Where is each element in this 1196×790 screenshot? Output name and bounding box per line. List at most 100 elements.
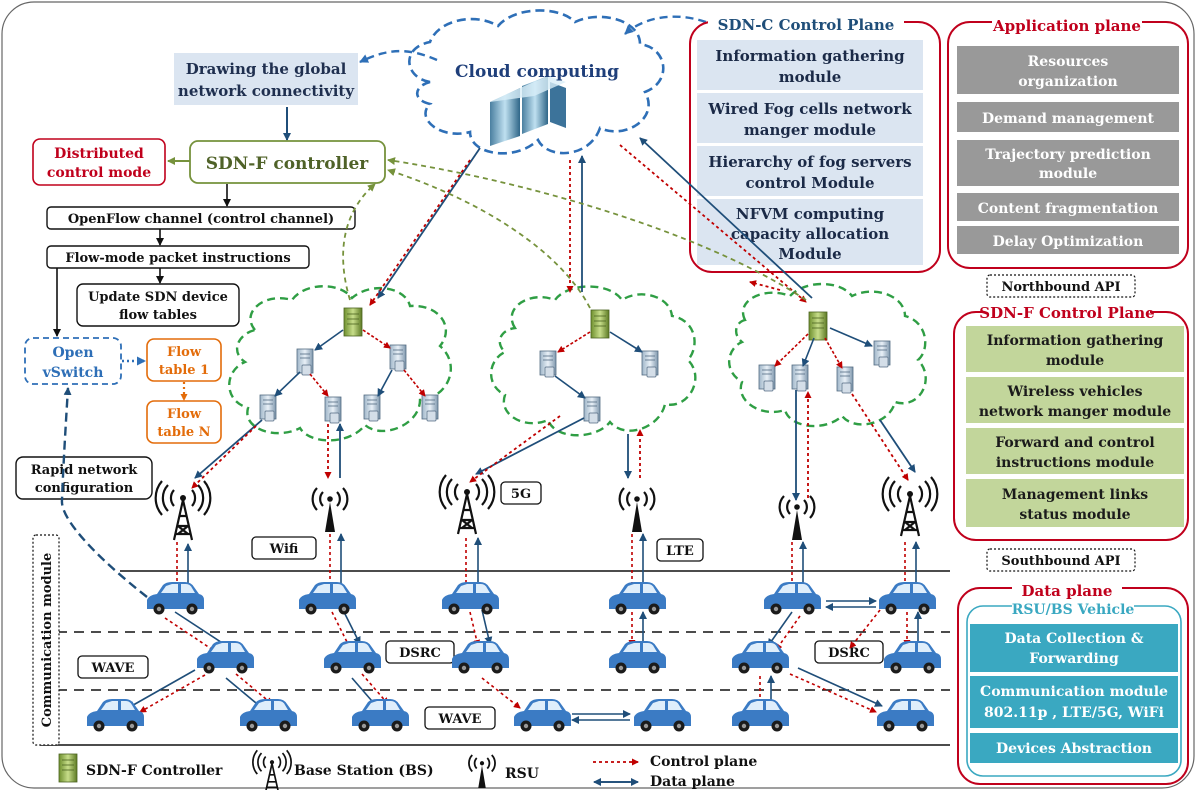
sdnf-module-2-line-2: network manger module	[979, 404, 1171, 420]
vehicle-icon	[352, 699, 409, 732]
app-item-1-line-2: organization	[1018, 74, 1117, 90]
sdnf-module-3-line-2: instructions module	[996, 455, 1154, 471]
update-flow-tables-box: Update SDN device flow tables	[76, 283, 240, 327]
sdnc-module-4-line-3: Module	[778, 245, 841, 263]
flow-table-1-box: Flow table 1	[146, 338, 222, 382]
flow-table-n-line-2: table N	[157, 425, 210, 440]
vehicle-icon	[732, 699, 789, 732]
flowmode-label: Flow-mode packet instructions	[65, 251, 290, 266]
5g-label: 5G	[511, 487, 531, 502]
antenna-vehicle-links	[173, 533, 920, 591]
legend-controller-icon	[58, 753, 78, 783]
fog-server-icon	[389, 344, 407, 372]
app-item-1-line-1: Resources	[1028, 54, 1109, 70]
legend-base-station-icon	[252, 749, 292, 790]
distributed-control-box: Distributed control mode	[32, 138, 166, 186]
wifi-label: Wifi	[269, 542, 299, 557]
northbound-label: Northbound API	[1001, 280, 1120, 295]
dp-item-3-label: Devices Abstraction	[996, 741, 1152, 757]
app-item-2-label: Demand management	[982, 111, 1155, 127]
dp-item-1-line-1: Data Collection &	[1005, 631, 1144, 647]
vehicle-icon	[240, 699, 297, 732]
car-to-vswitch-dashed-arrow	[60, 387, 148, 598]
fog-server-icon	[758, 364, 776, 392]
fog-cloud-2	[489, 285, 697, 437]
cloud-label: Cloud computing	[455, 62, 619, 82]
road-lanes	[40, 570, 950, 746]
legend-rsu-icon	[468, 754, 496, 788]
vehicle-icon	[884, 641, 941, 674]
data-center-servers-icon	[490, 76, 566, 146]
open-vswitch-box: Open vSwitch	[24, 337, 122, 385]
vehicle-icon	[452, 641, 509, 674]
fog-server-icon	[363, 394, 381, 422]
fog-antenna-links	[191, 390, 916, 501]
rsu-icon	[778, 494, 816, 542]
sdn-c-control-plane: SDN-C Control Plane Information gatherin…	[689, 12, 941, 273]
openflow-label: OpenFlow channel (control channel)	[68, 212, 334, 227]
wave-label-1: WAVE	[91, 661, 135, 676]
fog-server-icon	[641, 350, 659, 378]
dsrc-label-2: DSRC	[828, 646, 870, 661]
base-station-icon	[438, 473, 496, 536]
distributed-line-1: Distributed	[54, 146, 144, 162]
dsrc-label-1: DSRC	[399, 646, 441, 661]
vehicle-vehicle-links	[127, 597, 922, 724]
global-line-2: network connectivity	[178, 82, 355, 100]
fog-cloud-1	[228, 285, 452, 442]
rsu-icon	[618, 486, 656, 534]
fog-server-icon	[421, 394, 439, 422]
dp-item-1-line-2: Forwarding	[1029, 651, 1119, 667]
data-plane-title: Data plane	[1022, 582, 1113, 600]
fog-server-icon	[791, 364, 809, 392]
vswitch-line-1: Open	[52, 345, 93, 361]
vehicle-icon	[877, 699, 934, 732]
app-item-3-line-2: module	[1039, 166, 1097, 182]
openflow-channel-box: OpenFlow channel (control channel)	[46, 206, 356, 230]
sdnc-module-1-line-2: module	[779, 68, 842, 86]
cloud-fog-links	[342, 137, 813, 309]
southbound-api: Southbound API	[986, 548, 1136, 572]
vehicle-icon	[764, 582, 821, 615]
northbound-api: Northbound API	[986, 274, 1136, 298]
rapid-line-1: Rapid network	[31, 463, 139, 478]
legend-rsu-label: RSU	[505, 766, 539, 782]
app-item-4-label: Content fragmentation	[978, 201, 1159, 217]
vehicle-icon	[324, 641, 381, 674]
vehicle-icon	[147, 582, 204, 615]
vehicle-icon	[732, 641, 789, 674]
fog-server-icon	[324, 396, 342, 424]
sdnc-module-2-line-1: Wired Fog cells network	[707, 100, 912, 118]
flow-table-1-line-1: Flow	[167, 345, 202, 360]
vehicle-icon	[634, 699, 691, 732]
dp-item-2-line-1: Communication module	[980, 684, 1168, 700]
legend-control-label: Control plane	[650, 754, 757, 770]
fog-server-icon	[296, 348, 314, 376]
communication-module-label: Communication module	[32, 534, 60, 746]
sdnc-module-3-line-1: Hierarchy of fog servers	[708, 153, 911, 171]
app-item-3-line-1: Trajectory prediction	[985, 147, 1151, 163]
application-plane: Application plane Resources organization…	[947, 14, 1189, 269]
distributed-line-2: control mode	[47, 165, 151, 181]
data-plane-subtitle: RSU/BS Vehicle	[1012, 602, 1135, 618]
base-station-icon	[154, 479, 212, 542]
app-item-5-label: Delay Optimization	[993, 234, 1144, 250]
app-plane-title: Application plane	[992, 17, 1141, 35]
vehicle-icon	[879, 582, 936, 615]
tech-label-boxes	[77, 481, 884, 730]
sdnf-module-3-line-1: Forward and control	[995, 435, 1155, 451]
sdnc-module-4-line-1: NFVM computing	[736, 205, 885, 223]
sdn-f-title: SDN-F Control Plane	[979, 304, 1154, 322]
sdnf-module-4-line-2: status module	[1019, 507, 1130, 523]
flow-table-n-line-1: Flow	[167, 407, 202, 422]
sdnf-module-2-line-1: Wireless vehicles	[1006, 384, 1142, 400]
vswitch-line-2: vSwitch	[42, 365, 104, 381]
sdnf-module-4-line-1: Management links	[1002, 487, 1148, 503]
flow-table-1-line-2: table 1	[159, 363, 209, 378]
sdnf-module-1-line-1: Information gathering	[987, 333, 1164, 349]
lte-label: LTE	[666, 544, 694, 559]
rapid-line-2: configuration	[35, 481, 134, 496]
southbound-label: Southbound API	[1001, 554, 1120, 569]
sdnc-module-3-line-2: control Module	[745, 174, 874, 192]
